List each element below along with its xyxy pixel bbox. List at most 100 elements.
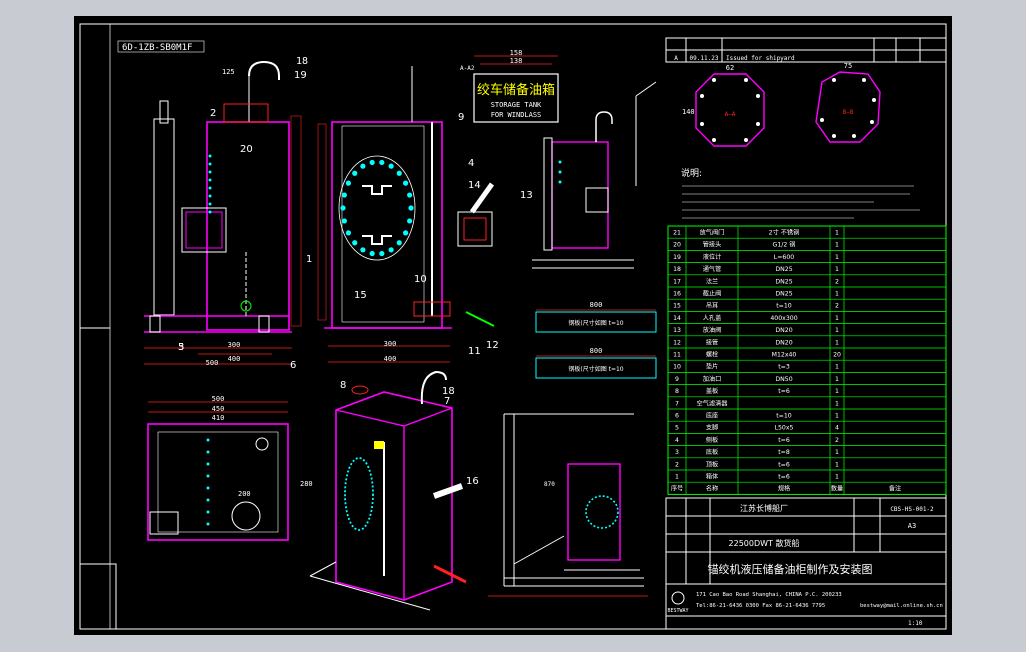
bom-row-no: 10: [673, 364, 681, 371]
bom-row-no: 3: [675, 449, 679, 456]
bom-row-spec: t=8: [778, 449, 790, 456]
bolt-dot: [388, 247, 394, 253]
bolt-dot: [345, 230, 351, 236]
bom-row-qty: 1: [835, 461, 839, 468]
bom-row-qty: 1: [835, 266, 839, 273]
part-label: 12: [486, 340, 499, 351]
bom-row-qty: 1: [835, 339, 839, 346]
bom-row-qty: 1: [835, 413, 839, 420]
part-label: 11: [468, 346, 481, 357]
drawing-sheet: 6D-1ZB-SB0M1F 300 400 500 18 125: [74, 16, 952, 635]
svg-text:300: 300: [384, 340, 397, 348]
bolt-dot: [341, 218, 347, 224]
bom-row-qty: 2: [835, 303, 839, 310]
bom-row-qty: 1: [835, 230, 839, 237]
cad-drawing: 6D-1ZB-SB0M1F 300 400 500 18 125: [79, 23, 947, 630]
revision-block: A 09.11.23 Issued for shipyard: [665, 37, 947, 63]
drawing-title: 锚绞机液压储备油柜制作及安装图: [708, 562, 873, 576]
plate-sections: 钢板(尺寸如图 t=10 800 钢板(尺寸如图 t=10 800: [535, 301, 657, 379]
part-label: 16: [466, 476, 479, 487]
bom-row-qty: 2: [835, 278, 839, 285]
part-label: 15: [354, 290, 367, 301]
drawing-number: CBS-HS-001-2: [890, 506, 934, 513]
bom-row-qty: 1: [835, 327, 839, 334]
bom-row-spec: L=600: [774, 254, 795, 261]
isometric-view: [309, 370, 467, 611]
bolt-dot: [388, 163, 394, 169]
bom-row-spec: t=6: [778, 437, 790, 444]
bom-row-no: 16: [673, 291, 681, 298]
bom-row-no: 13: [673, 327, 681, 334]
bom-row-qty: 1: [835, 242, 839, 249]
sheet-size: A3: [908, 522, 916, 530]
bom-row-spec: L50x5: [775, 425, 794, 432]
svg-text:A: A: [674, 55, 678, 62]
bom-row-no: 8: [675, 388, 679, 395]
bom-row-name: 法兰: [706, 277, 718, 285]
bom-row-name: 放油阀: [703, 326, 722, 334]
svg-text:410: 410: [212, 414, 225, 422]
side-view-small: [532, 81, 657, 269]
tank-label-block: 绞车储备油箱 STORAGE TANK FOR WINDLASS 158 138…: [460, 49, 559, 123]
svg-text:800: 800: [590, 301, 603, 309]
bom-row-no: 1: [675, 474, 679, 481]
part-label: 1: [306, 254, 312, 265]
bom-row-no: 15: [673, 303, 681, 310]
bom-row-qty: 1: [835, 254, 839, 261]
bolt-dot: [345, 180, 351, 186]
bom-row-no: 11: [673, 352, 681, 359]
left-approval-box: [79, 563, 117, 630]
bom-row-qty: 1: [835, 364, 839, 371]
bom-row-spec: 2寸 不锈钢: [769, 229, 800, 237]
install-view: 870: [488, 413, 648, 597]
part-label: 13: [520, 190, 533, 201]
bom-row-no: 19: [673, 254, 681, 261]
bom-row-qty: 4: [835, 425, 839, 432]
bom-row-spec: DN20: [775, 339, 792, 346]
bom-row-qty: 1: [835, 315, 839, 322]
bom-row-no: 2: [675, 461, 679, 468]
bom-row-name: 垫片: [706, 363, 718, 371]
bom-row-spec: DN20: [775, 327, 792, 334]
bom-header-qty: 数量: [831, 485, 843, 493]
email: bestway@mail.online.sh.cn: [860, 603, 943, 609]
svg-text:140: 140: [682, 108, 695, 116]
bom-header-note: 备注: [889, 485, 901, 493]
tank-label-en2: FOR WINDLASS: [491, 111, 542, 119]
part-label: 3: [178, 342, 184, 353]
bom-row-spec: t=6: [778, 461, 790, 468]
bom-row-name: 截止阀: [703, 290, 722, 298]
part-label: 7: [444, 396, 450, 407]
svg-text:500: 500: [206, 359, 219, 367]
company-name: 江苏长博船厂: [740, 503, 788, 513]
bolt-dot: [396, 240, 402, 246]
bom-row-no: 6: [675, 413, 679, 420]
bolt-dot: [340, 205, 346, 211]
bom-row-qty: 20: [833, 352, 841, 359]
bolt-dot: [360, 163, 366, 169]
bom-row-name: 侧板: [706, 436, 718, 444]
svg-text:138: 138: [510, 57, 523, 65]
sheet-id: 6D-1ZB-SB0M1F: [122, 43, 192, 53]
svg-text:500: 500: [212, 395, 225, 403]
bom-row-name: 吊耳: [706, 303, 718, 310]
svg-text:A-A2: A-A2: [460, 65, 475, 72]
bom-row-name: 底座: [706, 412, 718, 420]
title-block: 江苏长博船厂 CBS-HS-001-2 22500DWT 散货船 A3 锚绞机液…: [665, 497, 947, 630]
bom-row-name: 支脚: [706, 424, 718, 432]
svg-text:870: 870: [544, 481, 555, 488]
bom-row-spec: M12x40: [772, 352, 797, 359]
bom-row-qty: 1: [835, 400, 839, 407]
bom-row-no: 4: [675, 437, 679, 444]
bom-row-name: 液位计: [703, 253, 722, 261]
bom-row-spec: t=10: [776, 303, 792, 310]
bom-header-name: 名称: [706, 485, 718, 493]
part-label: 8: [340, 380, 346, 391]
part-label: 4: [468, 158, 474, 169]
bom-row-qty: 1: [835, 376, 839, 383]
svg-text:280: 280: [300, 480, 313, 488]
part-label: 10: [414, 274, 427, 285]
svg-text:A—A: A—A: [725, 111, 736, 118]
